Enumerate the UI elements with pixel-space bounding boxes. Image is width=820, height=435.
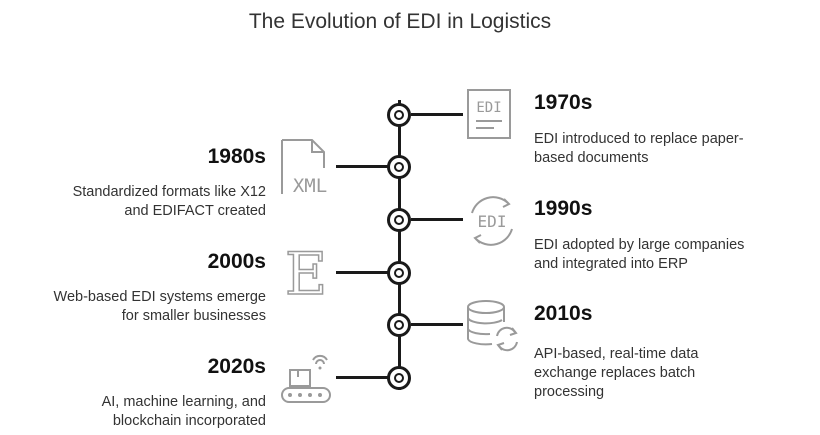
connector-2000s <box>336 271 388 274</box>
desc-2000s-line2: for smaller businesses <box>121 308 266 324</box>
desc-2020s-line2: blockchain incorporated <box>112 413 266 429</box>
timeline-node-1990s <box>387 208 411 232</box>
conveyor-wifi-icon <box>278 350 338 406</box>
desc-2010s-line2: exchange replaces batch <box>534 365 696 381</box>
year-1970s: 1970s <box>534 91 593 114</box>
year-1980s: 1980s <box>207 145 266 168</box>
connector-2010s <box>411 323 463 326</box>
desc-1970s-line2: based documents <box>534 150 649 166</box>
timeline-node-2000s <box>387 261 411 285</box>
desc-2010s: API-based, real-time data exchange repla… <box>534 345 698 402</box>
desc-1980s-line1: Standardized formats like X12 <box>72 184 266 200</box>
desc-1970s: EDI introduced to replace paper- based d… <box>534 130 744 168</box>
desc-2010s-line1: API-based, real-time data <box>534 346 699 362</box>
database-sync-icon <box>464 298 522 356</box>
timeline-spine <box>398 100 401 390</box>
desc-2020s: AI, machine learning, and blockchain inc… <box>20 393 266 431</box>
timeline-node-2020s <box>387 366 411 390</box>
desc-2020s-line1: AI, machine learning, and <box>101 394 266 410</box>
desc-2010s-line3: processing <box>534 384 605 400</box>
desc-1990s: EDI adopted by large companies and integ… <box>534 236 744 274</box>
diagram-title: The Evolution of EDI in Logistics <box>248 10 552 33</box>
document-edi-icon: EDI <box>466 88 514 140</box>
timeline-node-1970s <box>387 103 411 127</box>
desc-1980s: Standardized formats like X12 and EDIFAC… <box>20 183 266 221</box>
xml-file-icon-text: XML <box>293 175 327 197</box>
year-1990s: 1990s <box>534 197 593 220</box>
desc-1970s-line1: EDI introduced to replace paper- <box>534 131 744 147</box>
year-2010s: 2010s <box>534 302 593 325</box>
connector-2020s <box>336 376 388 379</box>
timeline-node-1980s <box>387 155 411 179</box>
connector-1970s <box>411 113 463 116</box>
xml-file-icon: XML <box>278 138 336 198</box>
year-2020s: 2020s <box>207 355 266 378</box>
edi-sync-icon: EDI <box>464 193 520 249</box>
desc-2000s: Web-based EDI systems emerge for smaller… <box>20 288 266 326</box>
year-2000s: 2000s <box>207 250 266 273</box>
connector-1980s <box>336 165 388 168</box>
desc-1990s-line2: and integrated into ERP <box>534 256 688 272</box>
letter-e-icon-text: E <box>285 242 327 300</box>
letter-e-icon: E <box>282 242 332 300</box>
connector-1990s <box>411 218 463 221</box>
desc-2000s-line1: Web-based EDI systems emerge <box>53 289 266 305</box>
document-edi-icon-text: EDI <box>476 100 501 116</box>
desc-1980s-line2: and EDIFACT created <box>124 203 266 219</box>
edi-sync-icon-text: EDI <box>478 212 507 231</box>
timeline-node-2010s <box>387 313 411 337</box>
desc-1990s-line1: EDI adopted by large companies <box>534 237 745 253</box>
